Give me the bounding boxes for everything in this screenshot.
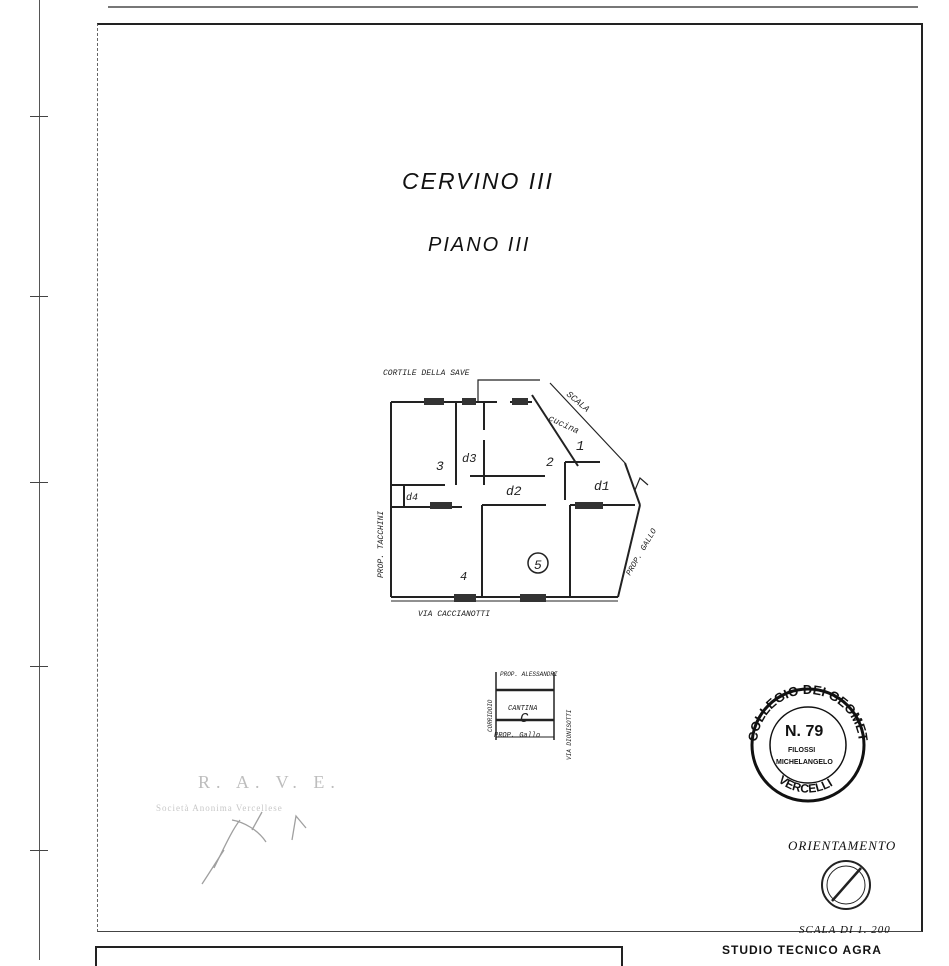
margin-tick (30, 850, 48, 851)
svg-text:VERCELLI: VERCELLI (776, 773, 835, 796)
margin-line (39, 0, 40, 960)
cellar-street: VIA DIONISOTTI (566, 709, 573, 760)
signature (201, 811, 307, 885)
cellar-label: CANTINA (508, 705, 537, 713)
courtyard-label: CORTILE DELLA SAVE (383, 369, 470, 378)
faded-stamp-sub: Società Anonima Vercellese (156, 803, 283, 813)
room-label: 2 (546, 455, 554, 470)
margin-tick (30, 116, 48, 117)
scale-label: SCALA DI 1. 200 (799, 924, 891, 936)
room-label: 1 (576, 439, 584, 455)
west-property-label: PROP. TACCHINI (377, 511, 386, 578)
floor-plan (390, 379, 641, 602)
cellar-south-prop: PROP. Gallo (494, 732, 540, 740)
kitchen-label: cucina (547, 414, 581, 437)
cellar-north-prop: PROP. ALESSANDRI (500, 671, 558, 678)
cellar-corridor: CORRIDOIO (487, 699, 494, 732)
cellar-plan (495, 672, 555, 740)
room-label: 4 (460, 570, 467, 584)
compass-icon (821, 860, 871, 910)
room-label: 5 (534, 558, 542, 573)
building-title: CERVINO III (402, 168, 554, 194)
east-property-label: PROP. GALLO (625, 527, 659, 577)
title-block-box (95, 946, 623, 966)
closet-label: d4 (406, 492, 418, 504)
floor-title: PIANO III (428, 234, 531, 256)
closet-label: d1 (594, 479, 610, 494)
margin-tick (30, 666, 48, 667)
faded-stamp-title: R. A. V. E. (198, 772, 341, 792)
seal-number: N. 79 (785, 723, 823, 740)
studio-label: STUDIO TECNICO AGRA (722, 943, 882, 957)
orientation-label: ORIENTAMENTO (788, 838, 897, 853)
seal-name: FILOSSI (788, 747, 815, 754)
closet-label: d2 (506, 484, 522, 499)
closet-label: d3 (462, 452, 476, 466)
drawing-sheet-frame (97, 23, 923, 932)
margin-tick (30, 296, 48, 297)
room-label: 3 (436, 459, 444, 474)
street-label: VIA CACCIANOTTI (418, 610, 490, 619)
top-rule (108, 6, 918, 8)
seal-name: MICHELANGELO (776, 759, 833, 766)
seal-ring-bottom: VERCELLI (776, 773, 835, 796)
margin-tick (30, 482, 48, 483)
cellar-code: C (520, 711, 529, 727)
